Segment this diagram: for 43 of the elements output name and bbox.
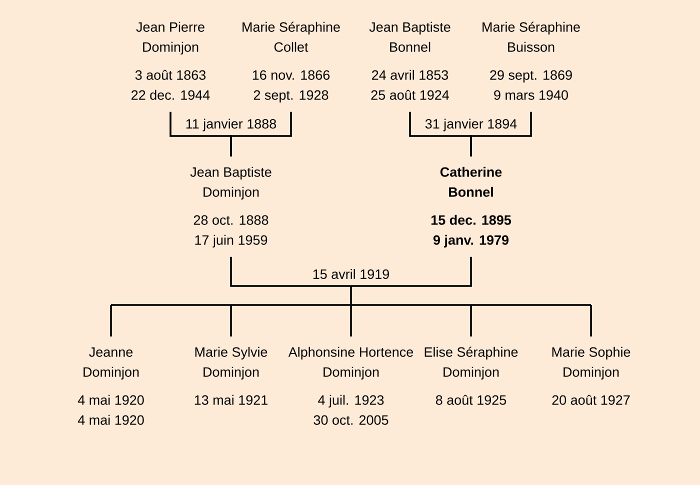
date: 15 dec. 1895 [431,214,512,225]
date: 20 août 1927 [552,394,630,405]
connector-line [470,305,472,336]
date: 16 nov. 1866 [252,70,330,80]
person-name: Jean Baptiste Dominjon [190,166,272,200]
date: 17 juin 1959 [195,234,268,248]
date: 2 sept. 1928 [254,90,328,102]
date: 4 mai 1920 [78,394,144,405]
person-name: Alphonsine Hortence Dominjon [288,346,414,380]
connector-line [230,256,351,287]
date: 30 oct. 2005 [314,415,388,425]
date: 13 mai 1921 [194,394,268,405]
person-name: Marie Sophie Dominjon [552,346,630,380]
connector-line [470,112,532,156]
connector-line [110,285,592,306]
person-name: Jean Pierre Dominjon [136,22,204,54]
connector-line [230,305,232,336]
connector-line [350,305,352,336]
connector-line [351,256,472,287]
connector-line [590,305,592,336]
date: 4 juil. 1923 [318,394,384,408]
date: 24 avril 1853 [372,70,448,80]
person-name: Elise Séraphine Dominjon [424,346,518,380]
person-name: Marie Séraphine Collet [242,22,340,52]
marriage-date: 11 janvier 1888 [186,118,276,132]
marriage-date: 31 janvier 1894 [425,118,517,132]
person-name: Jeanne Dominjon [84,347,139,380]
date: 28 oct. 1888 [194,215,268,225]
date: 4 mai 1920 [78,414,144,425]
person-name: Marie Sylvie Dominjon [195,346,268,380]
marriage-date: 15 avril 1919 [313,269,389,279]
date: 9 mars 1940 [494,90,568,100]
person-name: Catherine Bonnel [440,166,502,197]
date: 9 janv. 1979 [433,234,509,248]
date: 25 août 1924 [371,90,449,100]
date: 3 août 1863 [135,70,206,80]
date: 8 août 1925 [436,394,506,405]
person-name: Marie Séraphine Buisson [482,22,580,52]
date: 29 sept. 1869 [490,70,572,82]
person-name: Jean Baptiste Bonnel [369,22,450,52]
date: 22 dec. 1944 [132,90,210,100]
connector-line [230,112,292,156]
connector-line [110,305,112,336]
